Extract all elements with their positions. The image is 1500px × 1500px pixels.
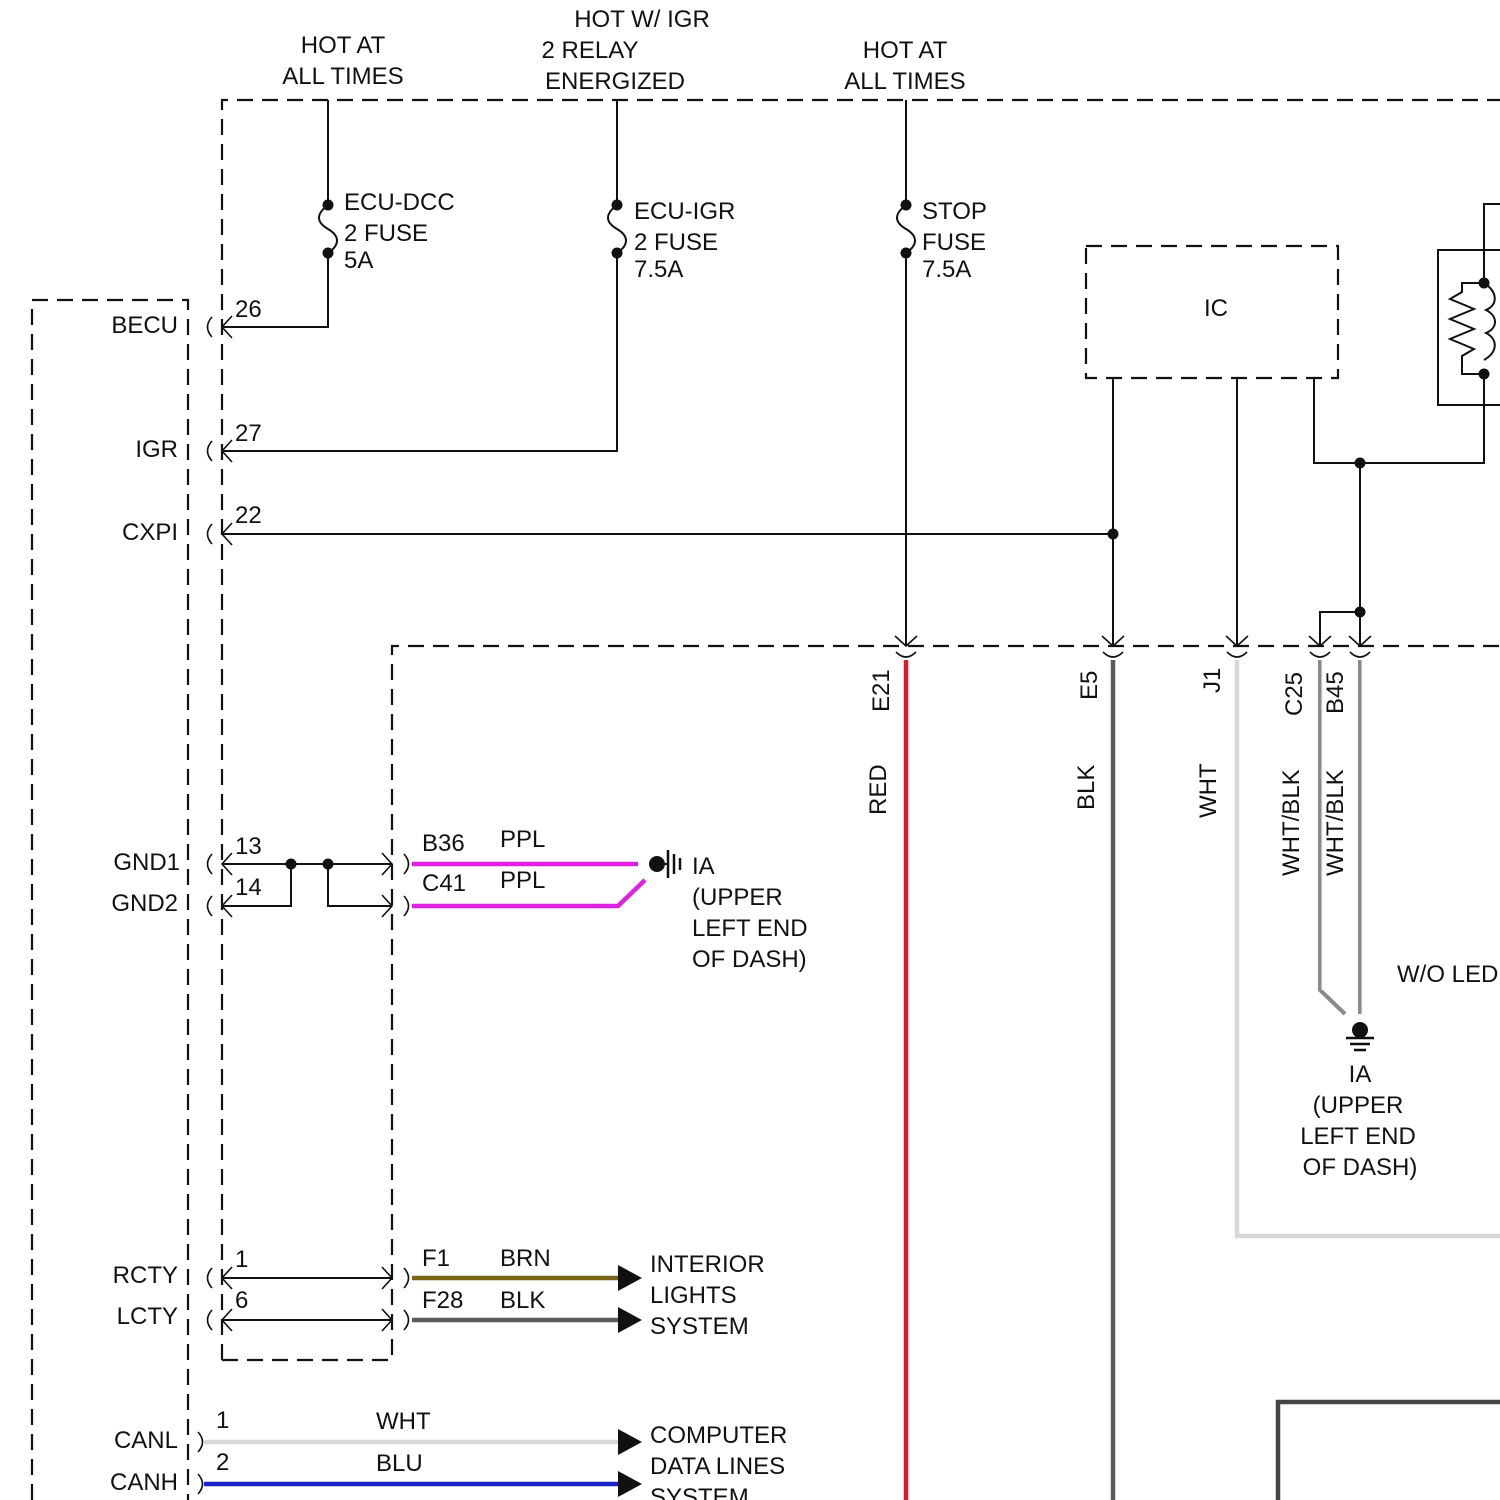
can-data-lines: WHT BLU COMPUTER DATA LINES SYSTEM xyxy=(204,1408,787,1500)
wire-j1-color: WHT xyxy=(1195,763,1222,818)
interior-lights-line2: LIGHTS xyxy=(650,1282,737,1309)
fuse-ecu-dcc-line2: 2 FUSE xyxy=(344,220,428,247)
wire-canh-color: BLU xyxy=(376,1450,423,1477)
pin-rcty-number: 1 xyxy=(235,1246,248,1273)
wire-c25-label: C25 xyxy=(1281,672,1308,716)
ic-label: IC xyxy=(1204,295,1228,322)
wire-e5-color: BLK xyxy=(1073,765,1100,810)
pin-becu-label: BECU xyxy=(111,312,178,339)
hot-igr-relay-line3: ENERGIZED xyxy=(545,68,685,95)
pin-cxpi-number: 22 xyxy=(235,502,262,529)
fuse-stop-line1: STOP xyxy=(922,198,987,225)
pin-becu-number: 26 xyxy=(235,296,262,323)
ecu-supply-wires xyxy=(222,253,1119,540)
ground-wiring: B36 PPL C41 PPL IA (UPPER LEFT END OF DA… xyxy=(222,826,808,973)
hot-at-all-times-2-line1: HOT AT xyxy=(863,37,948,64)
fuse-ecu-dcc: ECU-DCC 2 FUSE 5A xyxy=(319,100,455,274)
ground-ia-right-line3: LEFT END xyxy=(1300,1123,1416,1150)
ground-ia-left-line3: LEFT END xyxy=(692,915,808,942)
interior-lights-line3: SYSTEM xyxy=(650,1313,749,1340)
vertical-wire-labels: E21 RED E5 BLK J1 WHT C25 WHT/BLK B45 WH… xyxy=(865,668,1349,876)
pin-canh-number: 2 xyxy=(216,1449,229,1476)
ground-ia-left-line4: OF DASH) xyxy=(692,946,807,973)
junction-subblock-boundary xyxy=(222,646,1500,1360)
ground-ia-right-line2: (UPPER xyxy=(1313,1092,1404,1119)
wire-b45-label: B45 xyxy=(1322,671,1349,714)
fuse-ecu-igr-line1: ECU-IGR xyxy=(634,198,735,225)
pin-lcty-label: LCTY xyxy=(117,1303,178,1330)
ground-ia-left-line1: IA xyxy=(692,853,715,880)
ground-ia-right-line4: OF DASH) xyxy=(1303,1154,1418,1181)
ground-icon xyxy=(649,850,680,878)
hot-at-all-times-1-line1: HOT AT xyxy=(301,32,386,59)
pin-gnd1-label: GND1 xyxy=(113,849,180,876)
wire-lower-right-blk xyxy=(1278,1402,1500,1500)
pin-gnd2-number: 14 xyxy=(235,874,262,901)
ic-block: IC xyxy=(1204,295,1484,646)
ecu-connectors: BECU 26 IGR 27 CXPI 22 GND1 13 GND2 14 R… xyxy=(110,296,262,1496)
wire-c41-color: PPL xyxy=(500,867,545,894)
ground-right-icon xyxy=(1346,1022,1374,1050)
pin-cxpi-label: CXPI xyxy=(122,519,178,546)
wire-f28-color: BLK xyxy=(500,1287,545,1314)
fuse-ecu-dcc-line1: ECU-DCC xyxy=(344,189,455,216)
data-lines-line3: SYSTEM xyxy=(650,1484,749,1500)
interior-lights-line1: INTERIOR xyxy=(650,1251,765,1278)
pin-igr-number: 27 xyxy=(235,420,262,447)
wire-canl-color: WHT xyxy=(376,1408,431,1435)
wire-b36-color: PPL xyxy=(500,826,545,853)
interior-lights-wiring: F1 BRN F28 BLK INTERIOR LIGHTS SYSTEM xyxy=(222,1245,765,1340)
ground-ia-right: IA (UPPER LEFT END OF DASH) xyxy=(1300,1022,1417,1181)
wire-e21-label: E21 xyxy=(868,669,895,712)
wire-j1-label: J1 xyxy=(1199,668,1226,693)
pin-rcty-label: RCTY xyxy=(113,1262,178,1289)
pin-gnd2-label: GND2 xyxy=(111,890,178,917)
pin-canl-number: 1 xyxy=(216,1407,229,1434)
pin-canl-label: CANL xyxy=(114,1427,178,1454)
fuse-ecu-igr: ECU-IGR 2 FUSE 7.5A xyxy=(608,100,735,283)
fuse-stop-line3: 7.5A xyxy=(922,256,971,283)
wire-e21-color: RED xyxy=(865,764,892,815)
ground-ia-right-line1: IA xyxy=(1349,1061,1372,1088)
hot-at-all-times-2-line2: ALL TIMES xyxy=(844,68,965,95)
fuse-ecu-igr-line2: 2 FUSE xyxy=(634,229,718,256)
wire-f28-label: F28 xyxy=(422,1287,463,1314)
wo-led-label: W/O LED xyxy=(1397,961,1498,988)
hot-igr-relay-line1: HOT W/ IGR xyxy=(574,6,710,33)
pin-lcty-number: 6 xyxy=(235,1287,248,1314)
data-lines-line1: COMPUTER xyxy=(650,1422,787,1449)
supply-labels: HOT AT ALL TIMES HOT W/ IGR 2 RELAY ENER… xyxy=(282,6,965,95)
hot-at-all-times-1-line2: ALL TIMES xyxy=(282,63,403,90)
vertical-wire-connectors xyxy=(895,253,1371,657)
fuse-stop-line2: FUSE xyxy=(922,229,986,256)
pin-igr-label: IGR xyxy=(135,436,178,463)
fuse-ecu-dcc-line3: 5A xyxy=(344,247,373,274)
pin-canh-label: CANH xyxy=(110,1469,178,1496)
wire-f1-label: F1 xyxy=(422,1245,450,1272)
hot-igr-relay-line2: 2 RELAY xyxy=(542,37,639,64)
wire-b45-color: WHT/BLK xyxy=(1322,769,1349,876)
data-lines-line2: DATA LINES xyxy=(650,1453,785,1480)
wire-f1-color: BRN xyxy=(500,1245,551,1272)
fuse-stop: STOP FUSE 7.5A xyxy=(897,100,987,283)
ground-ia-left-line2: (UPPER xyxy=(692,884,783,911)
relay-block xyxy=(1438,204,1500,405)
wire-c41-label: C41 xyxy=(422,870,466,897)
fuse-ecu-igr-line3: 7.5A xyxy=(634,256,683,283)
wire-e5-label: E5 xyxy=(1076,671,1103,700)
pin-gnd1-number: 13 xyxy=(235,833,262,860)
wire-b36-label: B36 xyxy=(422,830,465,857)
wire-c25-color: WHT/BLK xyxy=(1278,769,1305,876)
